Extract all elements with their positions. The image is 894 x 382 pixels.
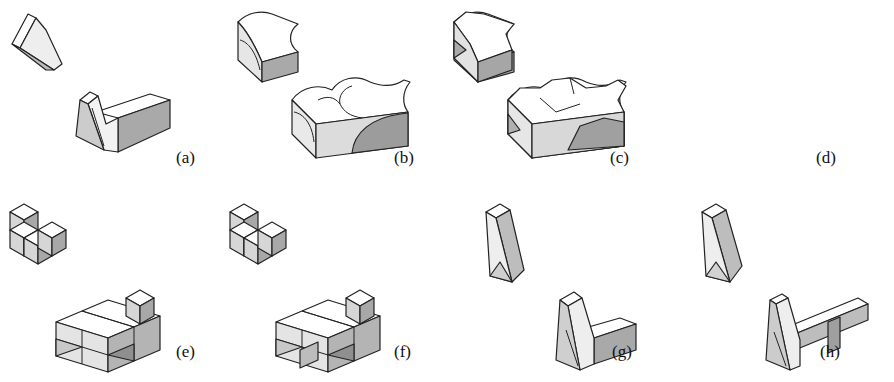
panel-label: (d) [816, 149, 836, 166]
panel-h-pieces [702, 204, 868, 370]
panel-a-pieces [12, 14, 170, 152]
panel-d-pieces [454, 12, 626, 158]
panel-label: (h) [820, 343, 840, 360]
panel-label: (e) [176, 343, 195, 360]
panel-label: (c) [610, 149, 629, 166]
panel-label: (a) [176, 149, 195, 166]
panel-g-pieces [486, 204, 636, 370]
panel-f-pieces [230, 204, 380, 372]
panel-label: (b) [394, 149, 414, 166]
panel-label: (g) [612, 343, 632, 360]
panel-c-pieces [454, 12, 626, 158]
panel-b-pieces [238, 12, 410, 158]
panel-e-pieces [10, 204, 160, 372]
panel-label: (f) [394, 343, 411, 360]
